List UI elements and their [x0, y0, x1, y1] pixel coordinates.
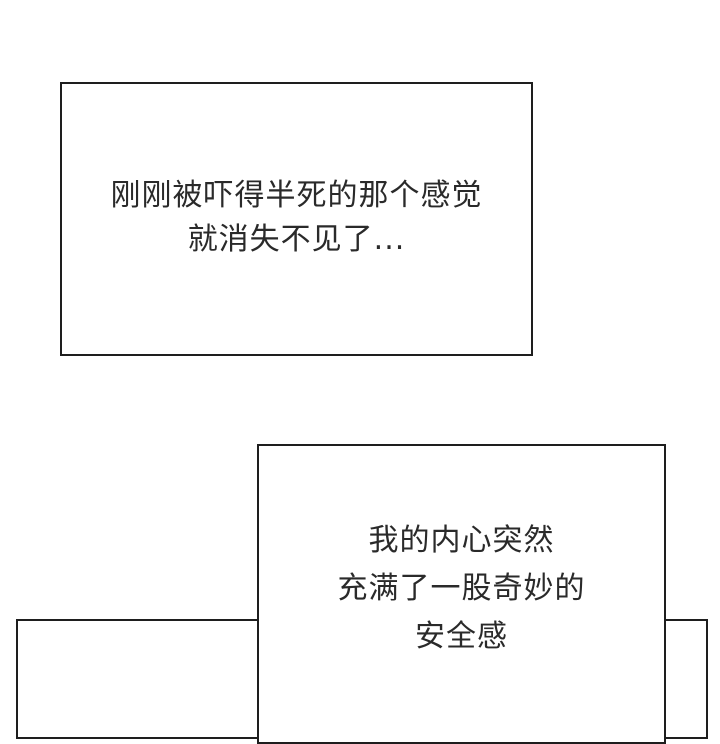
caption-line: 充满了一股奇妙的 [337, 571, 586, 606]
caption-text: 刚刚被吓得半死的那个感觉 就消失不见了... [62, 174, 531, 262]
comic-panel-1: 刚刚被吓得半死的那个感觉 就消失不见了... [60, 82, 533, 356]
caption-line: 安全感 [415, 619, 508, 654]
caption-line: 我的内心突然 [368, 523, 555, 558]
caption-text: 我的内心突然 充满了一股奇妙的 安全感 [259, 517, 664, 661]
comic-panel-2: 我的内心突然 充满了一股奇妙的 安全感 [257, 444, 666, 744]
caption-line: 就消失不见了... [187, 222, 406, 257]
caption-line: 刚刚被吓得半死的那个感觉 [110, 178, 483, 213]
